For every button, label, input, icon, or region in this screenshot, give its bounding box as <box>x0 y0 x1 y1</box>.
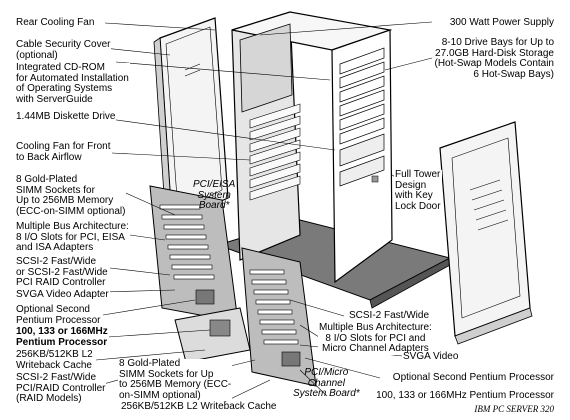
label-drive-bays: 8-10 Drive Bays for Up to 27.0GB Hard-Di… <box>433 37 555 80</box>
front-door <box>439 121 533 345</box>
label-multibus-right: Multiple Bus Architecture: 8 I/O Slots f… <box>318 322 433 355</box>
processor-card <box>174 307 251 363</box>
label-optional-pentium-left: Optional Second Pentium Processor <box>15 304 102 326</box>
label-cache-left: 256KB/512KB L2 Writeback Cache <box>15 349 94 371</box>
label-pci-mc-board: PCI/Micro Channel System Board* <box>293 367 360 399</box>
label-svga-adapter: SVGA Video Adapter <box>15 289 110 301</box>
label-multibus-top: Multiple Bus Architecture: 8 I/O Slots f… <box>15 221 130 254</box>
label-diskette-drive: 1.44MB Diskette Drive <box>15 111 117 123</box>
label-cdrom: Integrated CD-ROM for Automated Installa… <box>15 62 130 105</box>
label-scsi-raid-models: SCSI-2 Fast/Wide PCI/RAID Controller (RA… <box>15 372 107 405</box>
label-cache-bottom: 256KB/512KB L2 Writeback Cache <box>120 401 278 413</box>
label-pentium-left: 100, 133 or 166MHz Pentium Processor <box>15 326 109 348</box>
drive-bays <box>339 47 385 187</box>
label-power-supply: 300 Watt Power Supply <box>448 17 555 29</box>
pci-mc-system-board <box>241 247 317 387</box>
label-pci-eisa-board: PCI/EISA System Board* <box>193 179 236 211</box>
pci-eisa-system-board <box>149 185 239 323</box>
label-scsi-right: SCSI-2 Fast/Wide <box>348 310 431 322</box>
tower-chassis <box>231 11 393 284</box>
label-simm-sockets-top: 8 Gold-Plated SIMM Sockets for Up to 256… <box>15 174 127 217</box>
label-cable-security-cover: Cable Security Cover (optional) <box>15 39 112 61</box>
label-svga-right: SVGA Video <box>402 351 460 363</box>
label-full-tower: Full Tower Design with Key Lock Door <box>394 169 442 212</box>
leader-lines <box>75 21 433 405</box>
label-simm-sockets-bottom: 8 Gold-Plated SIMM Sockets for Up to 256… <box>118 358 233 401</box>
label-cooling-fan: Cooling Fan for Front to Back Airflow <box>15 141 112 163</box>
label-rear-cooling-fan: Rear Cooling Fan <box>15 17 96 29</box>
label-optional-pentium-right: Optional Second Pentium Processor <box>391 372 555 384</box>
caption: IBM PC SERVER 320 <box>474 404 554 414</box>
label-scsi-raid: SCSI-2 Fast/Wide or SCSI-2 Fast/Wide PCI… <box>15 256 109 289</box>
side-cover-panel <box>153 17 229 227</box>
label-pentium-right: 100, 133 or 166MHz Pentium Processor <box>375 390 555 402</box>
